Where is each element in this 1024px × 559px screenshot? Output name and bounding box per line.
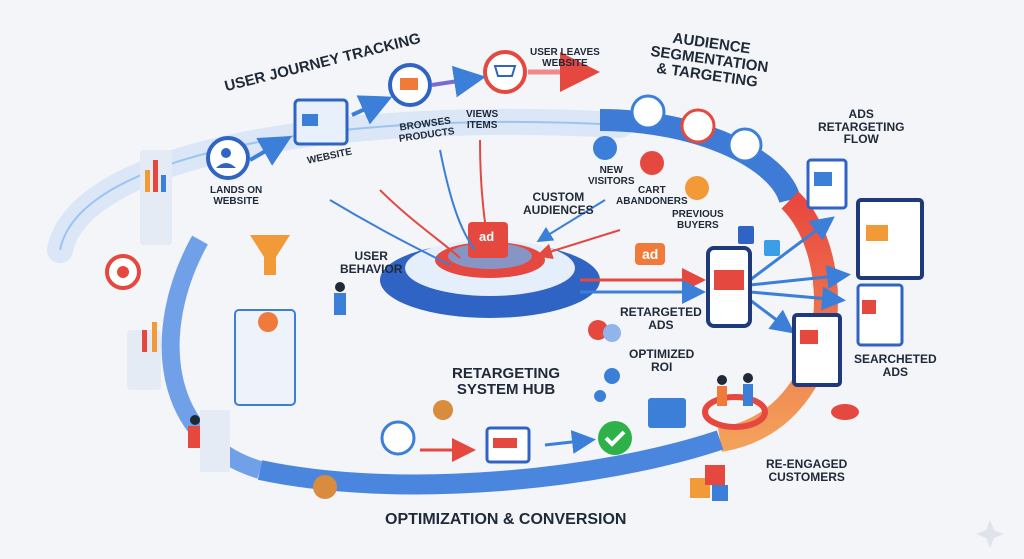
data-lines	[329, 139, 851, 462]
label-line: AUDIENCES	[523, 202, 594, 217]
cart-icon	[483, 50, 527, 94]
step-label-line: USER LEAVES	[530, 47, 600, 58]
label-line: CUSTOM	[532, 190, 585, 204]
label-line: BEHAVIOR	[340, 261, 403, 276]
ad-devices	[706, 158, 924, 387]
title-line: FLOW	[843, 132, 879, 147]
section-title-optimization: OPTIMIZATION & CONVERSION	[385, 511, 627, 528]
website-icon	[293, 98, 349, 146]
label-line: RETARGETED	[620, 305, 702, 319]
conversion-icons	[380, 320, 859, 501]
step-label-line: LANDS ON	[210, 185, 263, 196]
segment-label-line: NEW	[599, 165, 623, 176]
segment-label-line: BUYERS	[677, 219, 719, 231]
step-label-line: WEBSITE	[542, 57, 588, 69]
segment-label-line: VISITORS	[588, 175, 635, 187]
label-line: CUSTOMERS	[768, 469, 845, 484]
sparkle-icon	[976, 520, 1004, 548]
title-line: RETARGETING	[818, 119, 905, 134]
label-line: SEARCHETED	[854, 352, 937, 366]
label-line: OPTIMIZED	[629, 347, 695, 361]
title-line: RETARGETING	[452, 365, 561, 382]
title-line: ADS	[848, 107, 874, 121]
step-label-line: ITEMS	[466, 119, 498, 131]
segment-label-line: ABANDONERS	[616, 195, 688, 207]
label-line: RE-ENGAGED	[766, 457, 848, 471]
left-illustrations	[105, 150, 453, 499]
lands-on-website-icon	[206, 136, 250, 180]
segment-label-line: PREVIOUS	[672, 209, 724, 220]
label-line: ADS	[648, 317, 674, 332]
title-line: SYSTEM HUB	[456, 380, 556, 398]
ad-badge: ad	[635, 243, 666, 265]
segment-label-line: CART	[637, 185, 666, 196]
label-line: USER	[354, 249, 388, 263]
segment-icons	[593, 94, 763, 200]
retargeting-hub	[380, 222, 600, 318]
hub-ad-label: ad	[479, 229, 495, 244]
browse-products-icon	[388, 63, 432, 107]
step-label-line: WEBSITE	[213, 195, 259, 207]
label-line: ROI	[651, 359, 673, 374]
step-label-line: VIEWS	[466, 109, 499, 120]
label-line: ADS	[882, 364, 909, 379]
